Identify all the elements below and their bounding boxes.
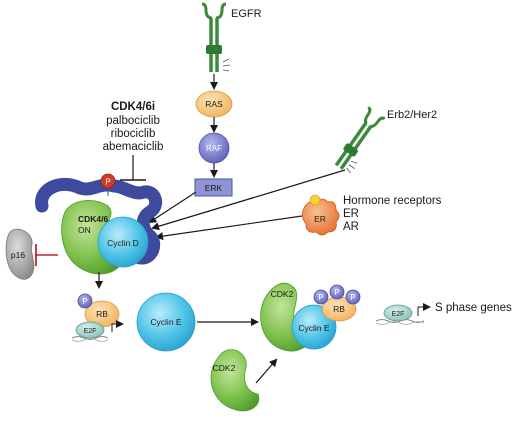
p16-inhibition-bar xyxy=(35,244,58,266)
inhibitor-abemaciclib: abemaciclib xyxy=(103,141,164,153)
er-box-label: ER xyxy=(314,214,326,224)
rb-phospho-label: P xyxy=(82,297,87,306)
p16-protein xyxy=(5,228,35,280)
rb-label: RB xyxy=(96,309,108,319)
cdk2-free-protein xyxy=(210,349,260,412)
raf-label: RAF xyxy=(206,144,222,153)
erk-to-complex-arrow xyxy=(148,191,197,224)
cdk2-to-complex-arrow xyxy=(255,358,278,384)
cdk46-label: CDK4/6 xyxy=(78,214,109,224)
phospho-y-label: Y xyxy=(106,199,111,206)
erb2-receptor-icon xyxy=(334,106,386,174)
cdk46-state: ON xyxy=(78,225,91,235)
phospho-1 xyxy=(313,289,329,305)
erk-node xyxy=(194,178,233,197)
cdk2-free-label: CDK2 xyxy=(213,363,236,373)
erk-label: ERK xyxy=(205,183,223,193)
transcription-arrow-left xyxy=(111,320,124,332)
egfr-label: EGFR xyxy=(231,8,262,20)
cyclin-e-free-label: Cyclin E xyxy=(150,317,182,327)
inhibitor-title: CDK4/6i xyxy=(111,101,155,113)
cyclin-d-label: Cyclin D xyxy=(107,238,139,248)
rb-complex-label: RB xyxy=(333,304,345,314)
ras-label: RAS xyxy=(205,99,223,109)
inhibitor-t-bar xyxy=(120,155,146,181)
phospho-2-label: P xyxy=(334,288,339,297)
s-phase-label: S phase genes xyxy=(435,302,512,314)
phospho-1-label: P xyxy=(318,293,323,302)
e2f-right-protein xyxy=(383,304,413,322)
inhibitor-ribociclib: ribociclib xyxy=(111,128,156,140)
transcription-arrow-right xyxy=(417,303,431,316)
e2f-right-label: E2F xyxy=(392,311,405,318)
hormone-ligand-icon xyxy=(309,194,321,206)
egfr-receptor-icon xyxy=(201,2,231,72)
phospho-2 xyxy=(329,284,345,300)
p16-label: p16 xyxy=(11,250,25,260)
cdk2-complex-label: CDK2 xyxy=(271,289,294,299)
erb2-to-complex-arrow xyxy=(151,169,346,231)
erb2-label: Erb2/Her2 xyxy=(387,109,437,121)
hormone-er: ER xyxy=(343,208,359,220)
phospho-3-label: P xyxy=(350,293,355,302)
e2f-left-protein xyxy=(75,321,105,339)
hormone-ar: AR xyxy=(343,221,359,233)
phospho-top-label: P xyxy=(105,178,110,187)
scaffold-protein xyxy=(35,177,163,265)
cyclin-e-free-protein xyxy=(136,292,196,352)
cyclin-e-complex-label: Cyclin E xyxy=(298,323,330,333)
e2f-left-label: E2F xyxy=(84,328,97,335)
cyclin-d-protein xyxy=(97,216,149,268)
inhibitor-palbociclib: palbociclib xyxy=(106,115,160,127)
hormone-title: Hormone receptors xyxy=(343,195,442,207)
phospho-3 xyxy=(345,289,361,305)
rb-phospho xyxy=(77,293,93,309)
dna-strand-left xyxy=(71,336,109,340)
er-to-complex-arrow xyxy=(155,215,303,241)
phospho-site-top xyxy=(100,173,116,189)
